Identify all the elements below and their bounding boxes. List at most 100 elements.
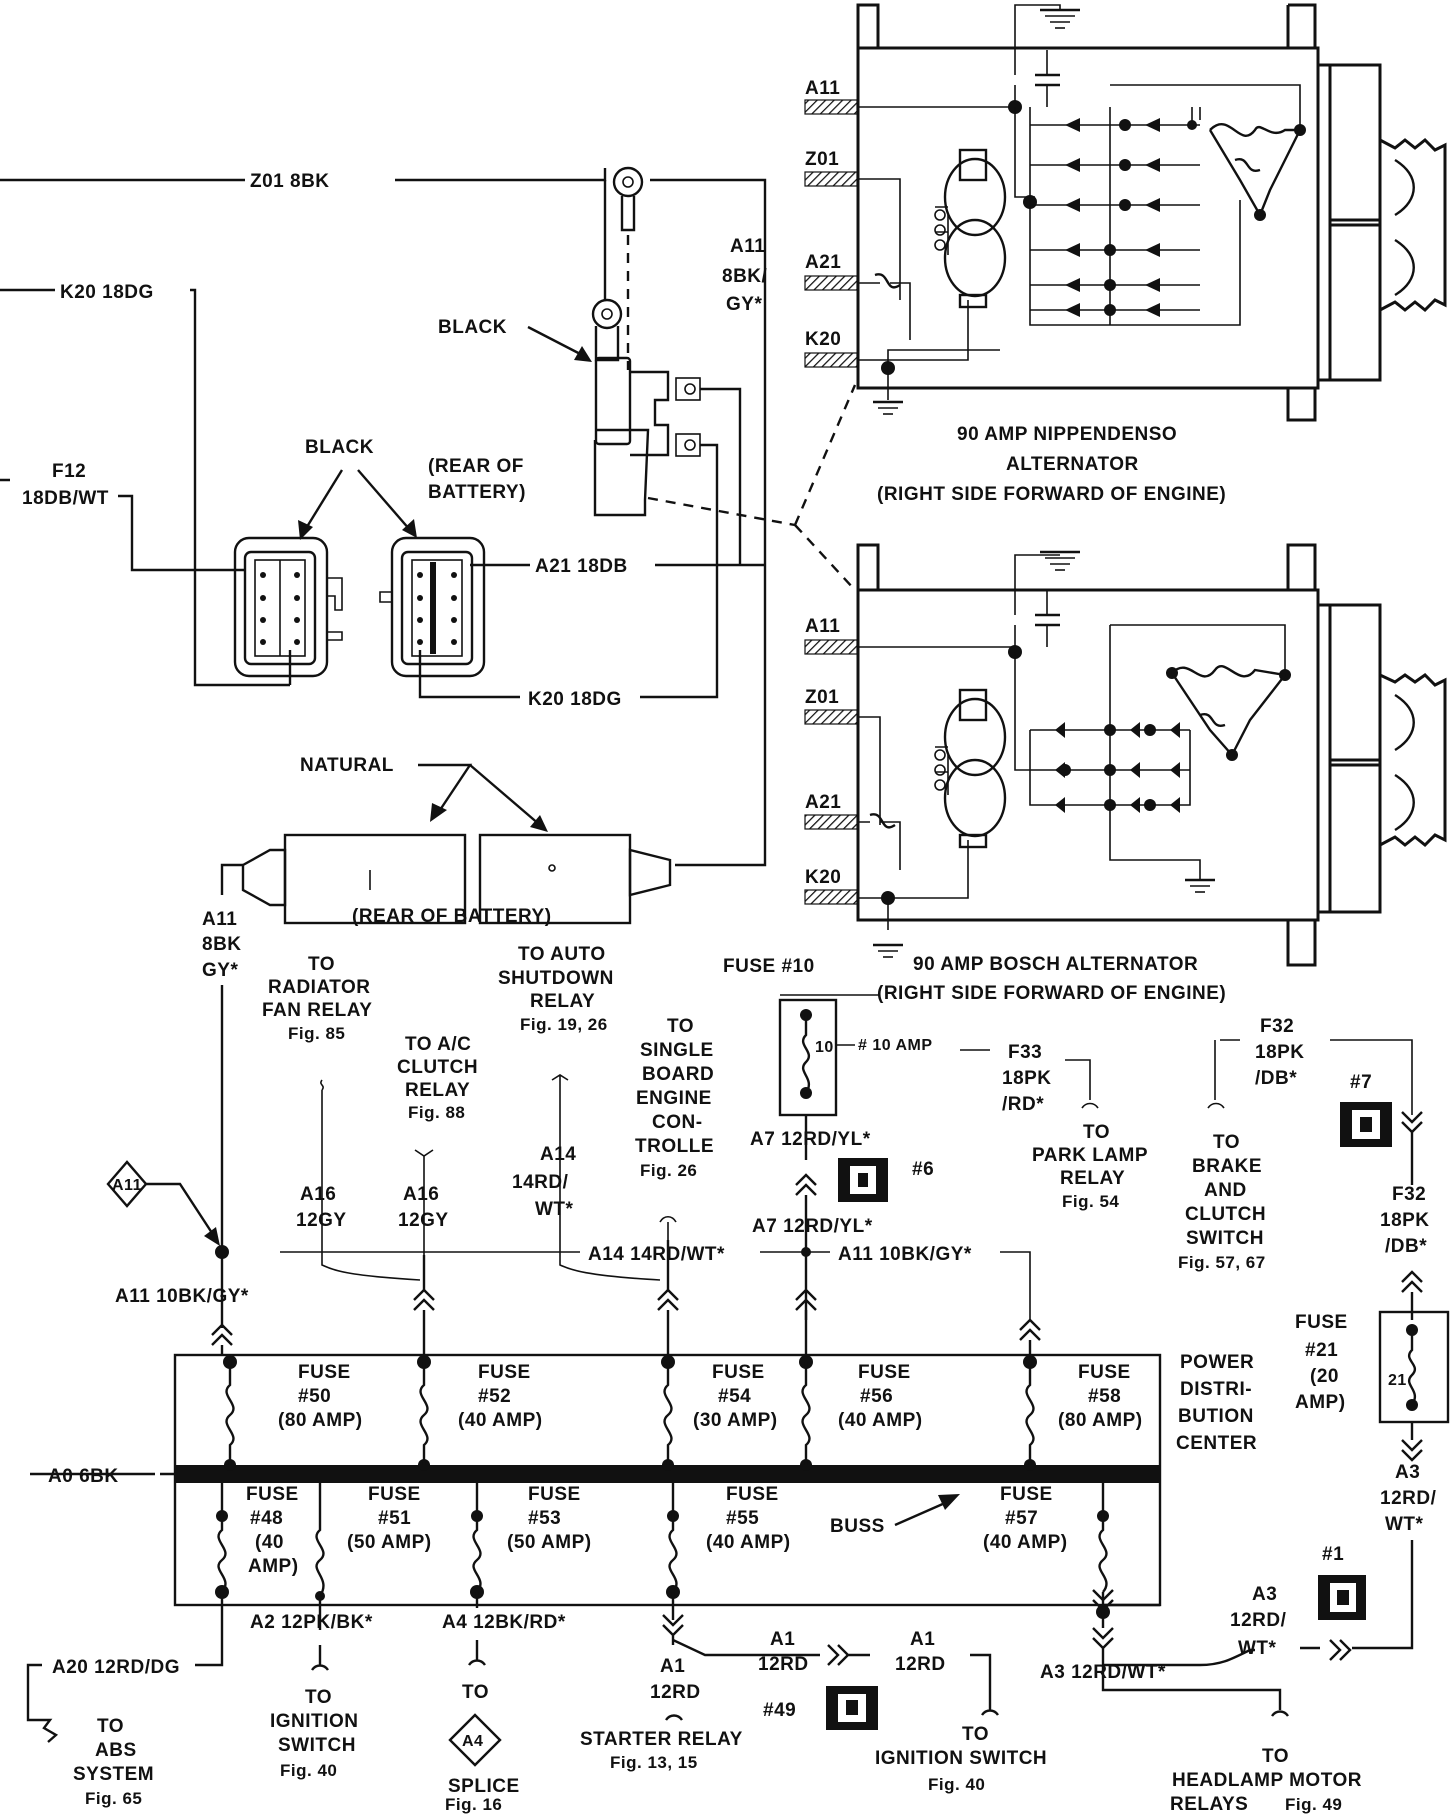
f51-2: (50 AMP) [347,1532,432,1553]
diode-icons [1065,118,1160,317]
bottom-wires: A20 12RD/DG TO ABS SYSTEM Fig. 65 A2 12P… [26,1544,1366,1814]
f53-2: (50 AMP) [507,1532,592,1553]
a14-h-label: A14 14RD/WT* [588,1244,725,1265]
f50-0: FUSE [298,1362,351,1383]
a16-1-1: 12GY [296,1210,347,1231]
f53-0: FUSE [528,1484,581,1505]
nd-title-3: (RIGHT SIDE FORWARD OF ENGINE) [877,484,1226,505]
dest-park-3: Fig. 54 [1062,1192,1119,1211]
a3-mid-2: WT* [1238,1638,1277,1659]
fuse10-label: FUSE #10 [723,956,815,977]
dest-asd-0: TO AUTO [518,944,606,965]
nd-terminal-a11: A11 [805,78,840,99]
a16-1-0: A16 [300,1184,336,1205]
f48-0: FUSE [246,1484,299,1505]
a11-h-label: A11 10BK/GY* [838,1244,972,1265]
f51-0: FUSE [368,1484,421,1505]
dest-asd-1: SHUTDOWN [498,968,614,989]
f48-3: AMP) [248,1556,299,1577]
dest-asd-3: Fig. 19, 26 [520,1015,608,1034]
dest-ign1-2: Fig. 40 [928,1775,985,1794]
a11-diamond-label: A11 [112,1177,142,1194]
dest-abs-0: TO [97,1716,124,1737]
dest-abs-3: Fig. 65 [85,1789,142,1808]
a7-bot-label: A7 12RD/YL* [752,1216,873,1237]
alternator-nippendenso: A11 Z01 A21 K20 [804,3,1447,505]
fuse21-label-1: #21 [1305,1340,1338,1361]
dest-headlamp-0: TO [1262,1746,1289,1767]
a3-right-0: A3 [1395,1462,1420,1483]
dest-brake-1: BRAKE [1192,1156,1262,1177]
pdc-title-1: DISTRI- [1180,1379,1252,1400]
bosch-terminal-k20: K20 [805,867,841,888]
f32-bot-2: /DB* [1385,1236,1427,1257]
dest-abs-2: SYSTEM [73,1764,154,1785]
nd-title-1: 90 AMP NIPPENDENSO [957,424,1177,445]
pdc-feed-wires: A16 12GY A16 12GY A14 14RD/ WT* A14 14RD… [211,1074,1041,1355]
a1-3-1: 12RD [895,1654,946,1675]
f55-0: FUSE [726,1484,779,1505]
a1-1-0: A1 [660,1656,685,1677]
f51-1: #51 [378,1508,411,1529]
z01-wire-label: Z01 8BK [250,171,330,192]
dest-headlamp-2: RELAYS [1170,1794,1248,1814]
pdc-title-2: BUTION [1178,1406,1254,1427]
a11-left-label-2: 8BK [202,934,242,955]
a0-label: A0 6BK [48,1466,119,1487]
alternator-bosch: A11 Z01 A21 K20 90 AMP BOSCH ALTER [804,543,1447,1004]
a14-v-1: 14RD/ [512,1172,569,1193]
a3-right-2: WT* [1385,1514,1424,1535]
a2-label: A2 12PK/BK* [250,1612,373,1633]
dest-sbec-0: TO [667,1016,694,1037]
a11-left-label-1: A11 [202,909,237,930]
fuse21-label-2: (20 [1310,1366,1339,1387]
fuse10-amp: # 10 AMP [858,1037,933,1054]
f56-1: #56 [860,1386,893,1407]
a21-wire-label: A21 18DB [535,556,628,577]
dest-radiator-1: RADIATOR [268,977,371,998]
connector-49-icon [826,1686,878,1730]
connector-7-icon [1340,1102,1392,1147]
fuse10-body [778,998,838,1117]
a3-mid-0: A3 [1252,1584,1277,1605]
a3-mid-1: 12RD/ [1230,1610,1287,1631]
k20-wire-label-2: K20 18DG [528,689,622,710]
dest-starter-0: STARTER RELAY [580,1729,743,1750]
a20-label: A20 12RD/DG [52,1657,180,1678]
dest-brake-0: TO [1213,1132,1240,1153]
f58-1: #58 [1088,1386,1121,1407]
connector-left [233,536,343,678]
dest-ac-3: Fig. 88 [408,1103,465,1122]
a4-label: A4 12BK/RD* [442,1612,566,1633]
ring-terminal-icon [612,166,644,198]
f56-2: (40 AMP) [838,1410,923,1431]
f52-0: FUSE [478,1362,531,1383]
dest-splice-1: SPLICE [448,1776,520,1797]
a1-1-1: 12RD [650,1682,701,1703]
fuse21-label-3: AMP) [1295,1392,1346,1413]
dest-headlamp-1: HEADLAMP MOTOR [1172,1770,1362,1791]
dest-ign2-2: SWITCH [278,1735,356,1756]
bosch-terminal-z01: Z01 [805,687,839,708]
a14-v-2: WT* [535,1199,574,1220]
connector-6-label: #6 [912,1159,934,1180]
rear-battery-label-2: (REAR OF BATTERY) [352,906,552,927]
f53-1: #53 [528,1508,561,1529]
dest-sbec-4: CON- [652,1112,703,1133]
f32-top-2: /DB* [1255,1068,1297,1089]
nd-terminal-k20: K20 [805,329,841,350]
pdc-title-3: CENTER [1176,1433,1257,1454]
f57-2: (40 AMP) [983,1532,1068,1553]
bosch-title-2: (RIGHT SIDE FORWARD OF ENGINE) [877,983,1226,1004]
connector-1-label: #1 [1322,1544,1344,1565]
f55-2: (40 AMP) [706,1532,791,1553]
upper-fuses [223,1355,1037,1471]
a7-top-label: A7 12RD/YL* [750,1129,871,1150]
f54-1: #54 [718,1386,751,1407]
dest-abs-1: ABS [95,1740,137,1761]
dest-radiator-3: Fig. 85 [288,1024,345,1043]
a16-2-0: A16 [403,1184,439,1205]
fuse21-body [1378,1310,1450,1424]
a11-wire-label-3: GY* [726,294,762,315]
